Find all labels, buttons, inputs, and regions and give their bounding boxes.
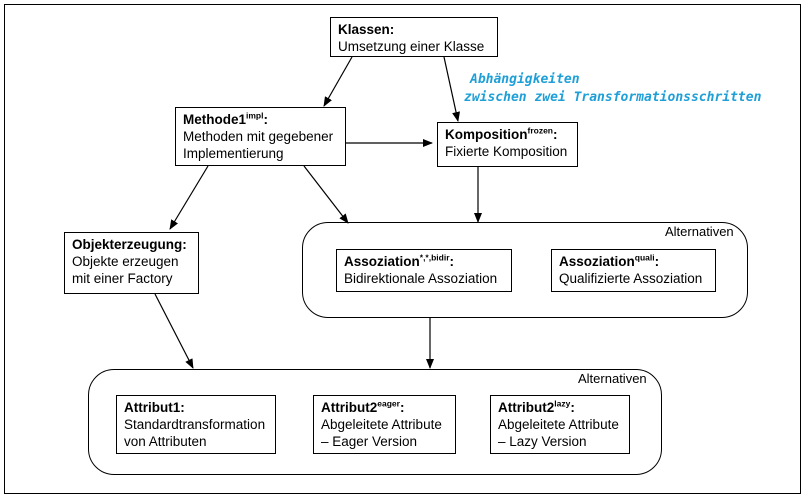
attribut2-eager-description-1: Abgeleitete Attribute [321, 417, 442, 432]
attribut2-eager-title: Attribut2eager: [321, 398, 405, 415]
assoziation-alternatives-group [302, 222, 748, 318]
arrow-objekterzeugung-to-attribut-group [154, 293, 194, 369]
assoziation-bidir-description: Bidirektionale Assoziation [344, 271, 498, 286]
attribut-group-label: Alternativen [578, 371, 647, 386]
komposition-title: Kompositionfrozen: [445, 125, 558, 142]
attribut2-lazy-title: Attribut2lazy: [498, 398, 575, 415]
arrow-klassen-to-methode [323, 56, 353, 107]
attribut1-box: Attribut1: Standardtransformation von At… [116, 395, 276, 454]
klassen-description: Umsetzung einer Klasse [338, 39, 485, 54]
attribut2-lazy-description-1: Abgeleitete Attribute [498, 417, 619, 432]
methode-box: Methode1impl: Methoden mit gegebener Imp… [175, 107, 346, 166]
assoziation-quali-box: Assoziationquali: Qualifizierte Assoziat… [551, 249, 716, 292]
attribut2-lazy-description-2: – Lazy Version [498, 434, 587, 449]
methode-description-1: Methoden mit gegebener [183, 129, 334, 144]
attribut2-eager-box: Attribut2eager: Abgeleitete Attribute – … [313, 395, 456, 454]
attribut1-description-2: von Attributen [124, 434, 207, 449]
klassen-title: Klassen: [338, 22, 395, 37]
attribut2-eager-description-2: – Eager Version [321, 434, 418, 449]
assoziation-quali-title: Assoziationquali: [559, 252, 660, 269]
dependency-note: Abhängigkeiten zwischen zwei Transformat… [464, 71, 761, 107]
attribut1-description-1: Standardtransformation [124, 417, 266, 432]
arrow-methode-to-assoziation-group [303, 165, 349, 224]
assoziation-bidir-title: Assoziation*,*,bidir: [344, 252, 455, 269]
dependency-note-line-2: zwischen zwei Transformationsschritten [464, 90, 762, 105]
dependency-note-line-1: Abhängigkeiten [470, 72, 580, 87]
attribut1-title: Attribut1: [124, 400, 185, 415]
klassen-box: Klassen: Umsetzung einer Klasse [330, 17, 498, 57]
arrow-klassen-to-komposition [443, 56, 460, 122]
diagram-frame [4, 4, 801, 494]
objekterzeugung-description-2: mit einer Factory [72, 271, 173, 286]
objekterzeugung-title: Objekterzeugung: [72, 237, 187, 252]
arrow-methode-to-objekterzeugung [169, 165, 209, 230]
assoziation-group-label: Alternativen [665, 224, 734, 239]
objekterzeugung-description-1: Objekte erzeugen [72, 254, 179, 269]
attribut2-lazy-box: Attribut2lazy: Abgeleitete Attribute – L… [490, 395, 630, 454]
methode-description-2: Implementierung [183, 146, 284, 161]
objekterzeugung-box: Objekterzeugung: Objekte erzeugen mit ei… [64, 232, 199, 294]
assoziation-quali-description: Qualifizierte Assoziation [559, 271, 703, 286]
assoziation-bidir-box: Assoziation*,*,bidir: Bidirektionale Ass… [336, 249, 512, 292]
attribut-alternatives-group [88, 369, 662, 475]
komposition-description: Fixierte Komposition [445, 144, 568, 159]
komposition-box: Kompositionfrozen: Fixierte Komposition [437, 122, 578, 167]
methode-title: Methode1impl: [183, 110, 268, 127]
